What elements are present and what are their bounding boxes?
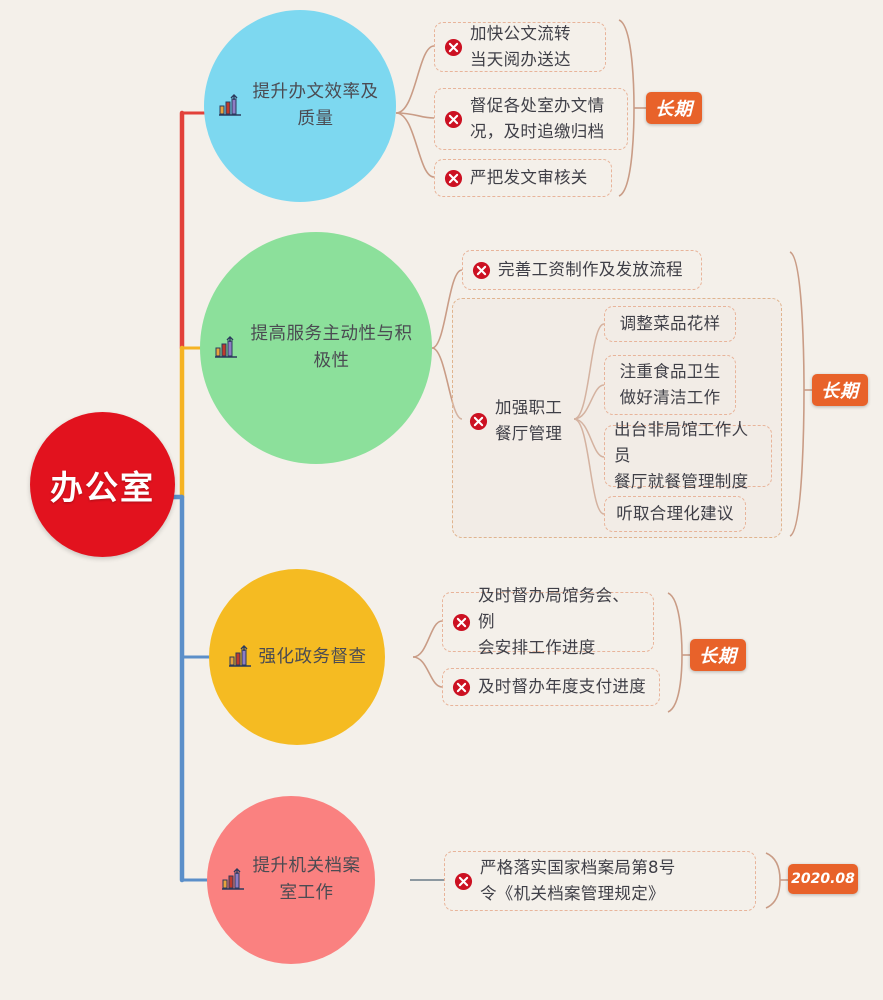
leaf-b2-2-child-2-text: 注重食品卫生做好清洁工作 bbox=[619, 362, 721, 407]
branch-circle-2[interactable]: 提高服务主动性与积极性 bbox=[200, 232, 432, 464]
red-x-circle-icon bbox=[469, 412, 488, 430]
branch-label-1: 提升办文效率及质量 bbox=[252, 82, 379, 129]
wire-b3-leaf-1 bbox=[412, 620, 443, 658]
red-x-circle-icon bbox=[444, 169, 463, 187]
branch-circle-1[interactable]: 提升办文效率及质量 bbox=[204, 10, 396, 202]
leaf-b1-2-text: 督促各处室办文情况，及时追缴归档 bbox=[470, 96, 605, 141]
badge-branch-2[interactable]: 长期 bbox=[812, 374, 868, 406]
bar-chart-growth-icon bbox=[215, 336, 237, 358]
red-x-circle-icon bbox=[444, 38, 463, 56]
wire-b1-leaf-1 bbox=[395, 45, 435, 114]
red-x-circle-icon bbox=[444, 110, 463, 128]
leaf-b1-2[interactable]: 督促各处室办文情况，及时追缴归档 bbox=[434, 88, 628, 150]
bar-chart-growth-icon bbox=[219, 94, 241, 116]
leaf-b3-1-text: 及时督办局馆务会、例会安排工作进度 bbox=[478, 586, 630, 657]
leaf-b2-2[interactable]: 加强职工餐厅管理 bbox=[460, 390, 578, 452]
leaf-b2-2-child-3[interactable]: 出台非局馆工作人员餐厅就餐管理制度 bbox=[604, 420, 772, 491]
leaf-b1-3-text: 严把发文审核关 bbox=[470, 168, 588, 187]
leaf-b2-2-child-4-text: 听取合理化建议 bbox=[616, 504, 734, 523]
leaf-b1-1[interactable]: 加快公文流转当天阅办送达 bbox=[434, 22, 606, 72]
branch-circle-3[interactable]: 强化政务督查 bbox=[209, 569, 385, 745]
leaf-b3-2[interactable]: 及时督办年度支付进度 bbox=[442, 668, 660, 706]
root-node[interactable]: 办公室 bbox=[30, 412, 175, 557]
wire-b3-leaf-2 bbox=[412, 656, 443, 688]
badge-branch-3[interactable]: 长期 bbox=[690, 639, 746, 671]
leaf-b2-2-child-4[interactable]: 听取合理化建议 bbox=[604, 496, 746, 532]
root-label: 办公室 bbox=[50, 467, 155, 507]
bracket-branch-2 bbox=[789, 251, 805, 537]
bracket-branch-3 bbox=[667, 592, 683, 713]
branch-label-3: 强化政务督查 bbox=[258, 646, 367, 667]
branch-circle-4[interactable]: 提升机关档案室工作 bbox=[207, 796, 375, 964]
wire-b1-leaf-2 bbox=[395, 112, 435, 119]
red-x-circle-icon bbox=[452, 613, 471, 631]
leaf-b4-1[interactable]: 严格落实国家档案局第8号令《机关档案管理规定》 bbox=[444, 851, 756, 911]
leaf-b3-1[interactable]: 及时督办局馆务会、例会安排工作进度 bbox=[442, 586, 654, 657]
leaf-b1-3[interactable]: 严把发文审核关 bbox=[434, 159, 612, 197]
leaf-b3-2-text: 及时督办年度支付进度 bbox=[478, 677, 646, 696]
badge-branch-4[interactable]: 2020.08 bbox=[788, 864, 858, 894]
red-x-circle-icon bbox=[454, 872, 473, 890]
leaf-b2-2-child-2[interactable]: 注重食品卫生做好清洁工作 bbox=[604, 355, 736, 415]
branch-label-2: 提高服务主动性与积极性 bbox=[250, 324, 413, 371]
leaf-b2-1[interactable]: 完善工资制作及发放流程 bbox=[462, 250, 702, 290]
bar-chart-growth-icon bbox=[222, 868, 244, 890]
leaf-b2-2-child-1-text: 调整菜品花样 bbox=[619, 314, 721, 333]
leaf-b2-1-text: 完善工资制作及发放流程 bbox=[498, 260, 683, 279]
red-x-circle-icon bbox=[472, 261, 491, 279]
badge-branch-1[interactable]: 长期 bbox=[646, 92, 702, 124]
leaf-b2-2-child-3-text: 出台非局馆工作人员餐厅就餐管理制度 bbox=[614, 420, 749, 491]
leaf-b4-1-text: 严格落实国家档案局第8号令《机关档案管理规定》 bbox=[480, 858, 676, 903]
wire-b1-leaf-3 bbox=[395, 112, 435, 178]
leaf-b2-2-child-1[interactable]: 调整菜品花样 bbox=[604, 306, 736, 342]
bracket-branch-4 bbox=[765, 852, 781, 909]
bar-chart-growth-icon bbox=[228, 645, 251, 667]
branch-label-4: 提升机关档案室工作 bbox=[252, 856, 361, 903]
leaf-b2-2-text: 加强职工餐厅管理 bbox=[495, 398, 563, 443]
leaf-b1-1-text: 加快公文流转当天阅办送达 bbox=[470, 24, 571, 69]
red-x-circle-icon bbox=[452, 678, 471, 696]
